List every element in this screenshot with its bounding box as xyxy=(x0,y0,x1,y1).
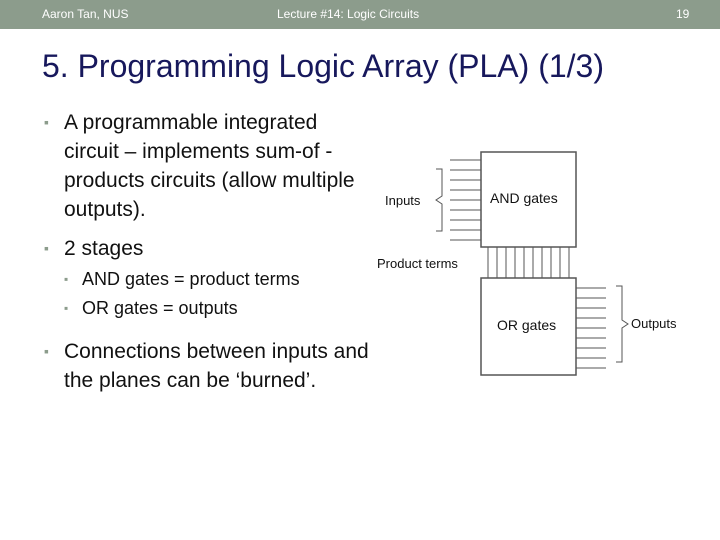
sub-bullet-item: OR gates = outputs xyxy=(64,294,374,323)
or-gates-label: OR gates xyxy=(497,317,556,333)
outputs-brace xyxy=(616,285,629,363)
input-lines xyxy=(450,159,481,241)
slide-title: 5. Programming Logic Array (PLA) (1/3) xyxy=(42,48,604,84)
page-number: 19 xyxy=(676,7,690,21)
outputs-label: Outputs xyxy=(631,316,677,331)
output-lines xyxy=(576,287,606,369)
bullet-item: 2 stages AND gates = product terms OR ga… xyxy=(44,234,374,323)
pla-diagram: Inputs AND gates Product terms OR gates … xyxy=(377,151,677,376)
bullet-text: 2 stages xyxy=(64,237,144,260)
and-gates-label: AND gates xyxy=(490,190,558,206)
inputs-brace xyxy=(435,168,443,232)
sub-bullet-list: AND gates = product terms OR gates = out… xyxy=(64,265,374,323)
product-term-lines xyxy=(487,247,570,278)
header-lecture: Lecture #14: Logic Circuits xyxy=(277,7,420,21)
product-terms-label: Product terms xyxy=(377,256,458,271)
bullet-item: A programmable integrated circuit – impl… xyxy=(44,108,374,224)
and-plane xyxy=(480,151,577,248)
bullet-list: A programmable integrated circuit – impl… xyxy=(44,108,374,395)
header-bar: Aaron Tan, NUS Lecture #14: Logic Circui… xyxy=(0,0,720,29)
or-plane xyxy=(480,277,577,376)
inputs-label: Inputs xyxy=(385,193,421,208)
bullet-item: Connections between inputs and the plane… xyxy=(44,337,374,395)
header-author: Aaron Tan, NUS xyxy=(42,7,129,21)
sub-bullet-item: AND gates = product terms xyxy=(64,265,374,294)
